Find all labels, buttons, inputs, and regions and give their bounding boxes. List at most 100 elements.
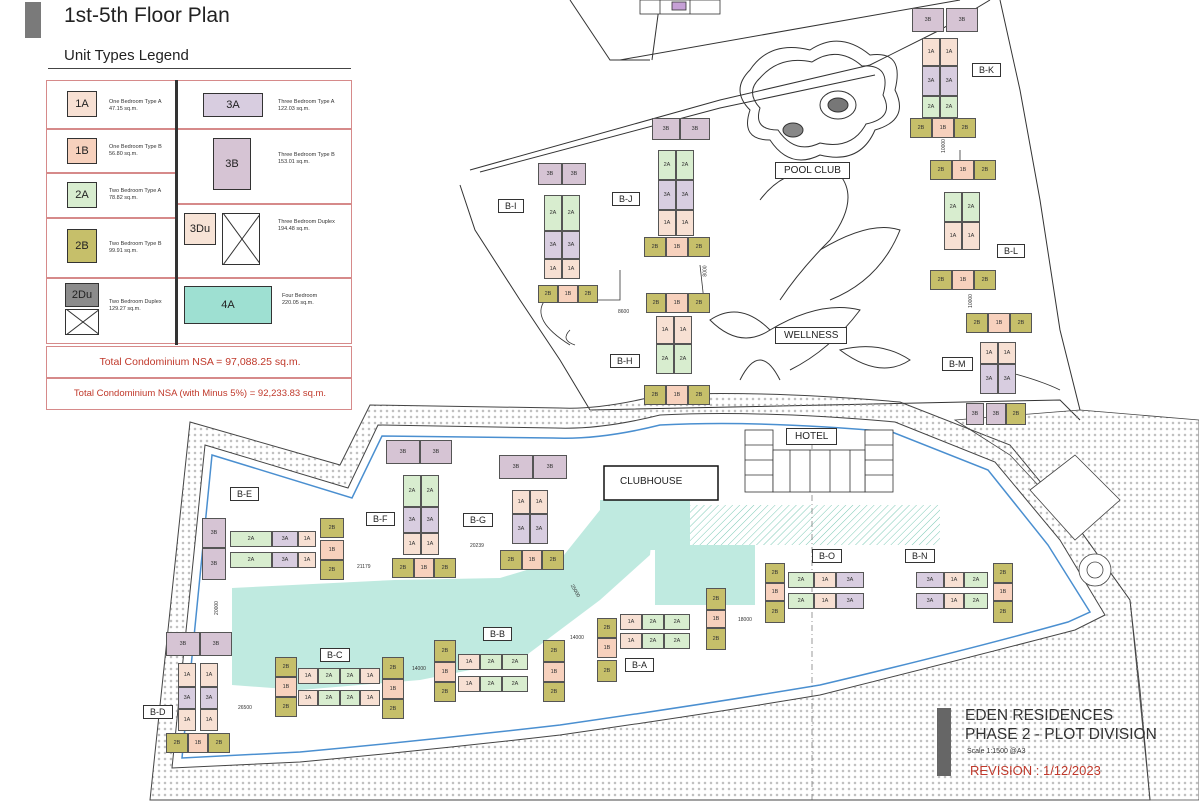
building-label-b-d: B-D: [143, 705, 173, 719]
unit-2a: 2A: [658, 150, 676, 180]
unit-2b: 2B: [434, 640, 456, 662]
unit-2a: 2A: [562, 195, 580, 231]
unit-1b: 1B: [666, 237, 688, 257]
unit-1a: 1A: [962, 222, 980, 250]
legend-rule: [48, 68, 351, 69]
unit-2b: 2B: [1010, 313, 1032, 333]
top-building-strip: [639, 0, 721, 15]
swatch-2b: 2B: [67, 229, 97, 263]
unit-2b: 2B: [434, 682, 456, 702]
unit-1a: 1A: [298, 552, 316, 568]
unit-1b: 1B: [522, 550, 542, 570]
unit-1a: 1A: [530, 490, 548, 514]
unit-2b: 2B: [966, 313, 988, 333]
pool-club-landscape: [709, 40, 911, 381]
unit-1b: 1B: [666, 385, 688, 405]
building-label-b-j: B-J: [612, 192, 640, 206]
unit-1a: 1A: [512, 490, 530, 514]
legend-column-divider: [175, 80, 178, 345]
building-label-b-m: B-M: [942, 357, 973, 371]
unit-3b: 3B: [200, 632, 232, 656]
drawing-scale: Scale 1:1500 @A3: [967, 748, 1026, 755]
unit-1a: 1A: [656, 316, 674, 344]
unit-3b: 3B: [533, 455, 567, 479]
unit-1a: 1A: [200, 709, 218, 731]
unit-3a: 3A: [980, 364, 998, 394]
dimension-label: 8600: [618, 309, 630, 315]
unit-1b: 1B: [932, 118, 954, 138]
unit-3a: 3A: [272, 531, 298, 547]
building-label-b-o: B-O: [812, 549, 843, 563]
unit-3a: 3A: [658, 180, 676, 210]
unit-1b: 1B: [414, 558, 434, 578]
unit-2b: 2B: [765, 601, 785, 623]
unit-1b: 1B: [993, 583, 1013, 601]
unit-1a: 1A: [458, 654, 480, 670]
unit-3a: 3A: [530, 514, 548, 544]
unit-2b: 2B: [646, 293, 666, 313]
unit-2b: 2B: [208, 733, 230, 753]
unit-1a: 1A: [814, 593, 836, 609]
dimension-label: 10000: [967, 294, 974, 308]
unit-2b: 2B: [382, 657, 404, 679]
unit-2a: 2A: [962, 192, 980, 222]
building-label-b-l: B-L: [997, 244, 1026, 258]
title-accent-bar: [25, 2, 41, 38]
revision-date: REVISION : 1/12/2023: [970, 763, 1101, 778]
unit-2b: 2B: [500, 550, 522, 570]
dimension-label: 18000: [738, 617, 752, 623]
swatch-3a: 3A: [203, 93, 263, 117]
unit-2b: 2B: [706, 588, 726, 610]
unit-1b: 1B: [320, 540, 344, 560]
unit-1a: 1A: [178, 663, 196, 687]
unit-1a: 1A: [940, 38, 958, 66]
unit-1a: 1A: [944, 222, 962, 250]
building-label-b-g: B-G: [463, 513, 494, 527]
swatch-3du: 3Du: [184, 213, 216, 245]
dimension-label: 21179: [357, 564, 371, 570]
unit-2b: 2B: [434, 558, 456, 578]
building-label-b-i: B-I: [498, 199, 524, 213]
unit-1a: 1A: [403, 533, 421, 555]
unit-1a: 1A: [200, 663, 218, 687]
unit-2b: 2B: [578, 285, 598, 303]
unit-1a: 1A: [360, 668, 380, 684]
unit-2b: 2B: [993, 601, 1013, 623]
unit-2b: 2B: [542, 550, 564, 570]
unit-2a: 2A: [788, 593, 814, 609]
unit-2a: 2A: [230, 552, 272, 568]
dimension-label: 20239: [470, 543, 484, 549]
pool-club-label: POOL CLUB: [775, 162, 850, 179]
unit-1a: 1A: [298, 668, 318, 684]
unit-3b: 3B: [680, 118, 710, 140]
dimension-label: 14000: [412, 666, 426, 672]
swatch-4a: 4A: [184, 286, 272, 324]
unit-2a: 2A: [642, 633, 664, 649]
unit-2a: 2A: [480, 654, 502, 670]
unit-3a: 3A: [421, 507, 439, 533]
unit-2b: 2B: [930, 160, 952, 180]
swatch-2du: 2Du: [65, 283, 99, 307]
unit-2a: 2A: [502, 676, 528, 692]
page-title: 1st-5th Floor Plan: [64, 4, 230, 27]
unit-2a: 2A: [421, 475, 439, 507]
unit-1b: 1B: [275, 677, 297, 697]
unit-1b: 1B: [666, 293, 688, 313]
building-label-b-n: B-N: [905, 549, 935, 563]
unit-2b: 2B: [543, 640, 565, 662]
unit-1a: 1A: [360, 690, 380, 706]
building-label-b-b: B-B: [483, 627, 513, 641]
unit-1b: 1B: [952, 160, 974, 180]
unit-2a: 2A: [940, 96, 958, 118]
unit-3a: 3A: [200, 687, 218, 709]
unit-3b: 3B: [966, 403, 984, 425]
swatch-2a: 2A: [67, 182, 97, 208]
unit-3b: 3B: [386, 440, 420, 464]
